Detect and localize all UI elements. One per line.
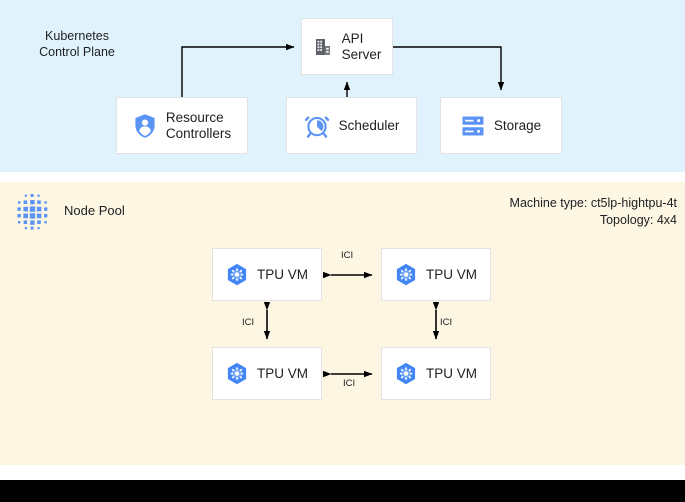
hexagon-gear-icon [395, 362, 417, 386]
node-resource-controllers[interactable]: Resource Controllers [116, 97, 248, 154]
node-storage-label: Storage [493, 117, 542, 133]
node-pool-dot-grid-icon [13, 192, 53, 232]
node-tpu-vm-2-label: TPU VM [425, 266, 477, 282]
machine-type-text: Machine type: ct5lp-hightpu-4t [509, 196, 677, 210]
machine-info: Machine type: ct5lp-hightpu-4t Topology:… [510, 195, 677, 229]
node-pool-label: Node Pool [64, 203, 125, 218]
shield-person-icon [133, 113, 157, 139]
hexagon-gear-icon [395, 263, 417, 287]
node-tpu-vm-1-label: TPU VM [256, 266, 308, 282]
node-tpu-vm-2[interactable]: TPU VM [381, 248, 491, 301]
hexagon-gear-icon [226, 362, 248, 386]
server-building-icon [313, 37, 333, 57]
node-pool-section [0, 182, 685, 465]
ici-label-bottom: ICI [343, 378, 356, 389]
node-resource-controllers-label: Resource Controllers [165, 109, 232, 141]
ici-label-right: ICI [440, 317, 453, 328]
node-tpu-vm-4-label: TPU VM [425, 365, 477, 381]
hexagon-gear-icon [226, 263, 248, 287]
topology-text: Topology: 4x4 [599, 213, 677, 227]
bottom-black-bar [0, 480, 685, 502]
alarm-clock-icon [304, 113, 330, 139]
ici-label-top: ICI [341, 250, 354, 261]
node-tpu-vm-3[interactable]: TPU VM [212, 347, 322, 400]
node-tpu-vm-4[interactable]: TPU VM [381, 347, 491, 400]
node-scheduler[interactable]: Scheduler [286, 97, 417, 154]
node-storage[interactable]: Storage [440, 97, 562, 154]
database-rack-icon [461, 115, 485, 137]
ici-label-left: ICI [242, 317, 255, 328]
node-tpu-vm-3-label: TPU VM [256, 365, 308, 381]
node-api-server[interactable]: API Server [301, 18, 393, 75]
node-api-server-label: API Server [341, 30, 382, 62]
node-tpu-vm-1[interactable]: TPU VM [212, 248, 322, 301]
control-plane-label: Kubernetes Control Plane [39, 29, 115, 59]
node-scheduler-label: Scheduler [338, 117, 400, 133]
